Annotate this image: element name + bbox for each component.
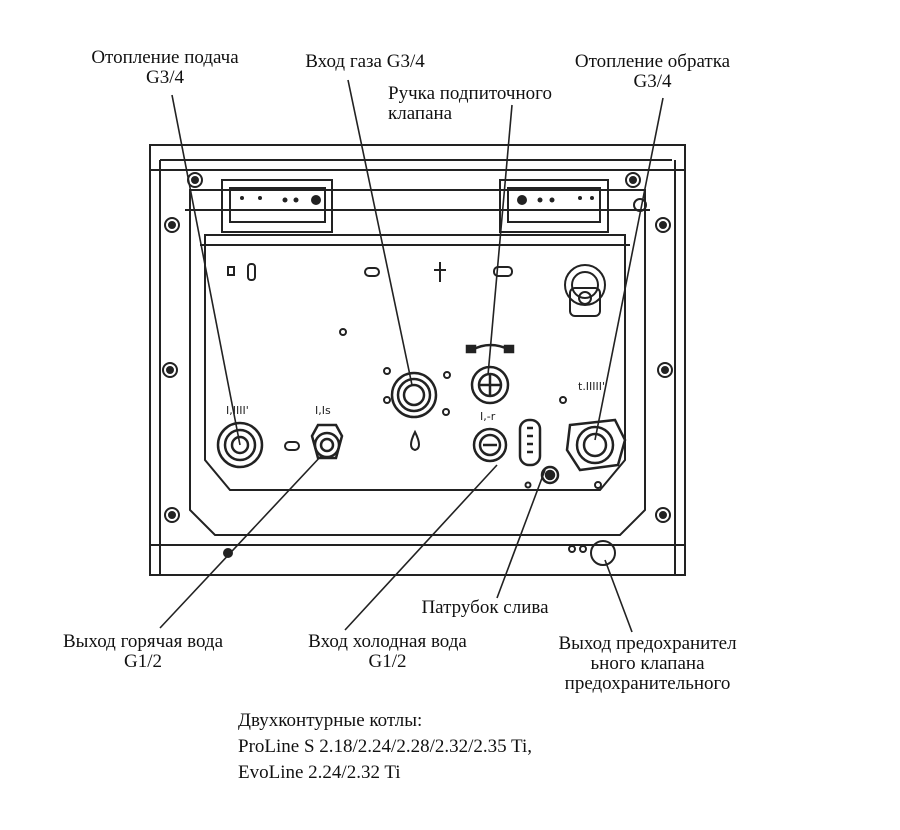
caption-line-1: Двухконтурные котлы: — [238, 710, 423, 731]
pressure-gauge — [564, 264, 606, 317]
heating-return-fitting: t.IIIII' — [565, 380, 627, 472]
caption-line-3: EvoLine 2.24/2.32 Ti — [238, 762, 401, 783]
svg-text:I,IIII': I,IIII' — [226, 404, 249, 417]
label-safety-valve-outlet: Выход предохранител ьного клапана предох… — [558, 633, 737, 694]
svg-text:t.IIIII': t.IIIII' — [578, 380, 605, 393]
svg-text:I,Is: I,Is — [315, 404, 331, 417]
mounting-bracket-right — [499, 179, 609, 233]
label-hot-water-outlet: Выход горячая вода G1/2 — [62, 631, 223, 672]
label-heating-supply: Отопление подача G3/4 — [91, 47, 239, 88]
label-heating-return: Отопление обратка G3/4 — [574, 51, 731, 92]
label-cold-water-inlet: Вход холодная вода G1/2 — [308, 631, 467, 672]
bottom-tray — [185, 189, 650, 536]
caption-line-2: ProLine S 2.18/2.24/2.28/2.32/2.35 Ti, — [238, 736, 533, 757]
hot-water-outlet-fitting: I,Is — [310, 404, 344, 460]
label-gas-inlet: Вход газа G3/4 — [305, 51, 425, 72]
svg-text:I,-r: I,-r — [480, 410, 496, 423]
makeup-valve-handle — [465, 343, 515, 405]
drain-pipe-fitting — [518, 418, 560, 485]
heating-supply-fitting: I,IIII' — [216, 404, 264, 469]
mounting-bracket-left — [221, 179, 333, 233]
model-caption: Двухконтурные котлы: ProLine S 2.18/2.24… — [238, 708, 532, 786]
housing-screws — [162, 172, 673, 523]
gas-inlet-fitting — [390, 371, 438, 419]
cold-water-inlet-fitting: I,-r — [472, 410, 508, 463]
safety-valve-outlet — [590, 540, 616, 566]
leader-lines — [159, 79, 664, 633]
boiler-housing — [149, 144, 686, 576]
label-makeup-valve-handle: Ручка подпиточного клапана — [388, 83, 552, 124]
label-drain-pipe: Патрубок слива — [421, 597, 549, 618]
